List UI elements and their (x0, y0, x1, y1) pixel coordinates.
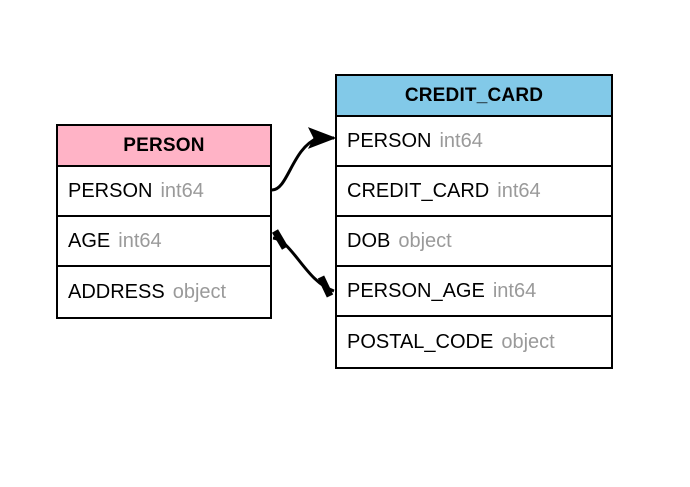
attribute-type: int64 (160, 179, 204, 202)
attribute-name: DOB (347, 229, 391, 252)
attribute-name: ADDRESS (68, 280, 165, 303)
attribute-row[interactable]: AGE int64 (58, 217, 270, 267)
entity-person-title: PERSON (123, 134, 205, 156)
attribute-type: int64 (497, 179, 541, 202)
attribute-name: PERSON (68, 179, 153, 202)
attribute-row[interactable]: POSTAL_CODE object (337, 317, 611, 367)
attribute-row[interactable]: DOB object (337, 217, 611, 267)
attribute-type: int64 (118, 229, 162, 252)
attribute-name: POSTAL_CODE (347, 330, 494, 353)
tick-marker-target (317, 275, 334, 298)
attribute-row[interactable]: PERSON int64 (337, 117, 611, 167)
attribute-row[interactable]: PERSON_AGE int64 (337, 267, 611, 317)
entity-person[interactable]: PERSON PERSON int64 AGE int64 ADDRESS ob… (56, 124, 272, 319)
attribute-type: int64 (439, 129, 483, 152)
attribute-name: PERSON (347, 129, 432, 152)
attribute-name: AGE (68, 229, 111, 252)
attribute-row[interactable]: ADDRESS object (58, 267, 270, 317)
entity-credit-card[interactable]: CREDIT_CARD PERSON int64 CREDIT_CARD int… (335, 74, 613, 369)
relationship-person-age-to-credit-card-person-age (271, 229, 335, 298)
attribute-row[interactable]: PERSON int64 (58, 167, 270, 217)
attribute-name: PERSON_AGE (347, 279, 485, 302)
entity-credit-card-title: CREDIT_CARD (404, 84, 544, 106)
tick-marker-source (271, 229, 289, 250)
entity-person-header: PERSON (58, 126, 270, 167)
attribute-type: object (172, 280, 227, 303)
relationship-person-to-credit-card-person (271, 127, 337, 192)
attribute-name: CREDIT_CARD (347, 179, 490, 202)
entity-credit-card-header: CREDIT_CARD (337, 76, 611, 117)
relationship-line (271, 136, 334, 192)
relationship-line (272, 236, 335, 293)
attribute-type: int64 (492, 279, 537, 302)
attribute-row[interactable]: CREDIT_CARD int64 (337, 167, 611, 217)
attribute-type: object (398, 229, 452, 252)
arrowhead-marker (307, 127, 337, 149)
attribute-type: object (501, 330, 555, 353)
